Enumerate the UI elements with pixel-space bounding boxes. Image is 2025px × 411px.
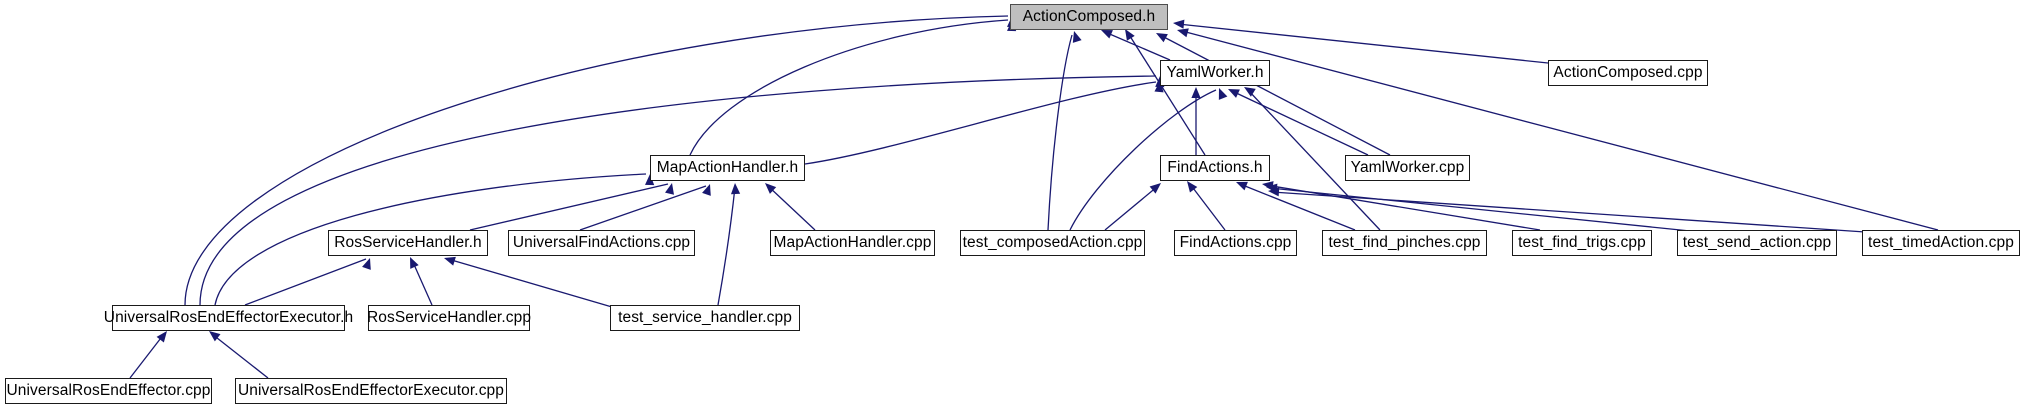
- edge-yamlworker_cpp-to-yamlworker_h: [1231, 90, 1369, 156]
- edge-test_timedaction_cpp-to-actioncomposed_h: [1181, 30, 1939, 231]
- graph-node-universalros_h[interactable]: UniversalRosEndEffectorExecutor.h: [104, 305, 353, 331]
- edge-test_composedaction_cpp-to-yamlworker_h: [1069, 89, 1217, 231]
- edge-findactions_h-to-actioncomposed_h: [1127, 32, 1206, 156]
- edge-universalrosexec_cpp-to-universalros_h: [211, 333, 269, 379]
- graph-node-label: UniversalRosEndEffector.cpp: [6, 382, 211, 400]
- edge-yamlworker_cpp-to-actioncomposed_h: [1159, 34, 1391, 156]
- graph-node-rosservicehandler_cpp[interactable]: RosServiceHandler.cpp: [367, 305, 531, 331]
- arrowhead-findactions_h-to-yamlworker_h: [1191, 87, 1201, 98]
- edge-test_service_handler_cpp-to-rosservicehandler_h: [447, 258, 613, 308]
- edge-mapactionhandler_h-to-yamlworker_h: [804, 81, 1157, 165]
- graph-node-findactions_h[interactable]: FindActions.h: [1160, 155, 1270, 181]
- arrowhead-rosservicehandler_cpp-to-rosservicehandler_h: [410, 257, 419, 269]
- arrowhead-test_service_handler_cpp-to-rosservicehandler_h: [444, 256, 456, 266]
- graph-node-label: UniversalFindActions.cpp: [512, 234, 691, 252]
- graph-node-test_composedaction_cpp[interactable]: test_composedAction.cpp: [960, 230, 1145, 256]
- graph-node-label: MapActionHandler.h: [656, 159, 799, 177]
- arrowhead-findactions_h-to-actioncomposed_h: [1125, 29, 1135, 41]
- arrowhead-test_timedaction_cpp-to-findactions_h: [1268, 187, 1280, 197]
- graph-node-label: YamlWorker.cpp: [1350, 159, 1465, 177]
- graph-node-universalfindactions_cpp[interactable]: UniversalFindActions.cpp: [508, 230, 695, 256]
- graph-node-mapactionhandler_h[interactable]: MapActionHandler.h: [650, 155, 805, 181]
- edge-test_find_pinches_cpp-to-findactions_h: [1239, 183, 1356, 231]
- edge-universalros_h-to-actioncomposed_h: [184, 15, 1009, 306]
- graph-node-universalrosexec_cpp[interactable]: UniversalRosEndEffectorExecutor.cpp: [235, 378, 507, 404]
- edge-test_find_pinches_cpp-to-yamlworker_h: [1247, 89, 1381, 231]
- edge-universalrosee_cpp-to-universalros_h: [129, 333, 165, 379]
- arrowhead-test_composedaction_cpp-to-actioncomposed_h: [1072, 31, 1082, 43]
- graph-node-label: UniversalRosEndEffectorExecutor.h: [103, 309, 354, 327]
- arrowhead-test_find_pinches_cpp-to-findactions_h: [1236, 181, 1248, 191]
- edge-universalfindactions_cpp-to-mapactionhandler_h: [579, 185, 707, 231]
- graph-node-actioncomposed_h[interactable]: ActionComposed.h: [1010, 4, 1168, 30]
- edge-universalros_h-to-yamlworker_h: [199, 75, 1157, 306]
- arrowhead-test_find_pinches_cpp-to-yamlworker_h: [1244, 87, 1256, 97]
- edge-yamlworker_h-to-actioncomposed_h: [1104, 31, 1171, 61]
- arrowhead-mapactionhandler_cpp-to-mapactionhandler_h: [765, 183, 777, 194]
- graph-node-universalrosee_cpp[interactable]: UniversalRosEndEffector.cpp: [5, 378, 212, 404]
- graph-node-label: UniversalRosEndEffectorExecutor.cpp: [238, 382, 504, 400]
- graph-node-test_timedaction_cpp[interactable]: test_timedAction.cpp: [1862, 230, 2020, 256]
- edge-mapactionhandler_cpp-to-mapactionhandler_h: [767, 185, 816, 231]
- graph-node-test_service_handler_cpp[interactable]: test_service_handler.cpp: [610, 305, 800, 331]
- graph-node-test_send_action_cpp[interactable]: test_send_action.cpp: [1677, 230, 1837, 256]
- graph-node-label: test_find_pinches.cpp: [1328, 234, 1481, 252]
- graph-node-label: test_send_action.cpp: [1682, 234, 1832, 252]
- arrowhead-universalfindactions_cpp-to-mapactionhandler_h: [702, 184, 711, 196]
- graph-node-label: test_find_trigs.cpp: [1518, 234, 1646, 252]
- edge-rosservicehandler_h-to-mapactionhandler_h: [469, 183, 669, 231]
- arrowhead-rosservicehandler_h-to-mapactionhandler_h: [665, 183, 675, 195]
- graph-node-findactions_cpp[interactable]: FindActions.cpp: [1174, 230, 1297, 256]
- graph-node-label: RosServiceHandler.cpp: [366, 309, 532, 327]
- arrowhead-test_timedaction_cpp-to-actioncomposed_h: [1177, 28, 1189, 38]
- graph-node-label: ActionComposed.cpp: [1553, 64, 1703, 82]
- graph-node-yamlworker_h[interactable]: YamlWorker.h: [1160, 60, 1270, 86]
- graph-node-rosservicehandler_h[interactable]: RosServiceHandler.h: [328, 230, 488, 256]
- arrowhead-findactions_cpp-to-findactions_h: [1187, 181, 1198, 193]
- graph-node-label: test_service_handler.cpp: [618, 309, 792, 327]
- arrowhead-yamlworker_cpp-to-yamlworker_h: [1228, 89, 1240, 98]
- edge-test_composedaction_cpp-to-actioncomposed_h: [1047, 34, 1073, 231]
- arrowhead-universalros_h-to-mapactionhandler_h: [645, 174, 655, 186]
- edge-test_composedaction_cpp-to-findactions_h: [1104, 185, 1159, 231]
- edge-findactions_cpp-to-findactions_h: [1189, 183, 1226, 231]
- arrowhead-test_composedaction_cpp-to-findactions_h: [1149, 183, 1161, 194]
- graph-node-label: test_timedAction.cpp: [1868, 234, 2014, 252]
- edge-mapactionhandler_h-to-actioncomposed_h: [689, 19, 1009, 156]
- graph-node-label: RosServiceHandler.h: [334, 234, 482, 252]
- arrowhead-universalrosee_cpp-to-universalros_h: [156, 331, 167, 343]
- edge-test_service_handler_cpp-to-mapactionhandler_h: [717, 186, 736, 306]
- graph-node-test_find_trigs_cpp[interactable]: test_find_trigs.cpp: [1512, 230, 1652, 256]
- arrowhead-test_composedaction_cpp-to-yamlworker_h: [1218, 88, 1228, 100]
- edge-rosservicehandler_cpp-to-rosservicehandler_h: [411, 259, 433, 306]
- graph-node-label: FindActions.h: [1167, 159, 1263, 177]
- graph-node-label: FindActions.cpp: [1179, 234, 1292, 252]
- arrowhead-universalros_h-to-rosservicehandler_h: [362, 258, 371, 270]
- arrowhead-test_service_handler_cpp-to-mapactionhandler_h: [730, 183, 741, 195]
- arrowhead-yamlworker_h-to-actioncomposed_h: [1101, 30, 1113, 39]
- graph-node-label: YamlWorker.h: [1166, 64, 1264, 82]
- edge-universalros_h-to-mapactionhandler_h: [214, 173, 647, 306]
- graph-node-actioncomposed_cpp[interactable]: ActionComposed.cpp: [1548, 60, 1708, 86]
- edge-test_timedaction_cpp-to-findactions_h: [1271, 191, 1881, 234]
- graph-node-test_find_pinches_cpp[interactable]: test_find_pinches.cpp: [1322, 230, 1487, 256]
- edge-test_send_action_cpp-to-findactions_h: [1269, 187, 1701, 233]
- graph-node-label: test_composedAction.cpp: [962, 234, 1143, 252]
- arrowhead-mapactionhandler_h-to-yamlworker_h: [1154, 81, 1164, 93]
- graph-node-label: ActionComposed.h: [1022, 8, 1156, 26]
- arrowhead-yamlworker_cpp-to-actioncomposed_h: [1156, 33, 1168, 43]
- arrowhead-universalrosexec_cpp-to-universalros_h: [209, 331, 221, 342]
- arrowhead-actioncomposed_cpp-to-actioncomposed_h: [1173, 19, 1185, 29]
- graph-node-label: MapActionHandler.cpp: [773, 234, 932, 252]
- edge-actioncomposed_cpp-to-actioncomposed_h: [1177, 23, 1549, 64]
- graph-node-yamlworker_cpp[interactable]: YamlWorker.cpp: [1345, 155, 1470, 181]
- edge-universalros_h-to-rosservicehandler_h: [244, 258, 367, 306]
- graph-node-mapactionhandler_cpp[interactable]: MapActionHandler.cpp: [770, 230, 935, 256]
